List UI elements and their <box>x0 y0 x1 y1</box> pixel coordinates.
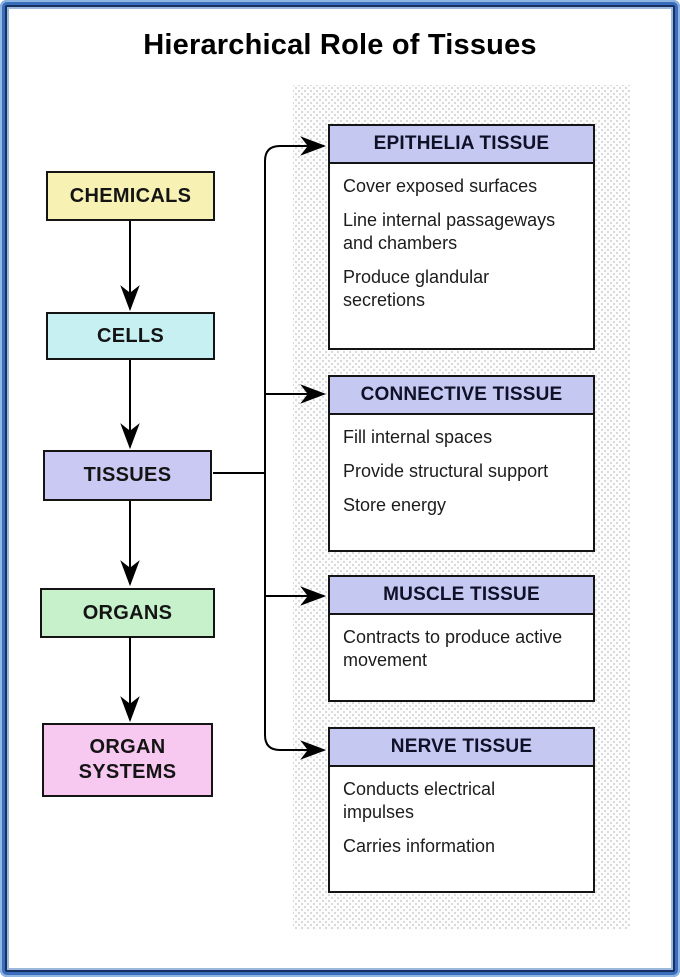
connective-tissue-title: CONNECTIVE TISSUE <box>360 384 563 405</box>
muscle-tissue-title: MUSCLE TISSUE <box>383 584 540 605</box>
cells-box: CELLS <box>46 312 215 360</box>
organ-systems-box: ORGAN SYSTEMS <box>42 723 213 797</box>
tissues-label: TISSUES <box>83 464 172 486</box>
chemicals-label: CHEMICALS <box>69 184 192 207</box>
epithelia-tissue-card: EPITHELIA TISSUE Cover exposed surfaces … <box>328 124 595 350</box>
epithelia-tissue-header: EPITHELIA TISSUE <box>330 126 593 164</box>
tissue-fact: Carries information <box>343 836 496 857</box>
tissue-fact: Contracts to produce active movement <box>343 627 563 671</box>
organ-systems-label: ORGAN SYSTEMS <box>78 736 177 783</box>
connective-tissue-body: Fill internal spaces Provide structural … <box>330 415 593 538</box>
nerve-tissue-title: NERVE TISSUE <box>390 736 533 757</box>
tissue-fact: Produce glandular secretions <box>343 267 490 311</box>
muscle-tissue-body: Contracts to produce active movement <box>330 615 593 693</box>
tissue-fact: Fill internal spaces <box>343 427 493 447</box>
chemicals-box: CHEMICALS <box>46 171 215 221</box>
tissue-fact: Store energy <box>343 495 447 516</box>
epithelia-tissue-title: EPITHELIA TISSUE <box>373 133 550 154</box>
tissues-box: TISSUES <box>43 450 212 501</box>
tissue-fact: Provide structural support <box>343 461 549 482</box>
tissue-fact: Line internal passageways and chambers <box>343 210 556 254</box>
epithelia-tissue-body: Cover exposed surfaces Line internal pas… <box>330 164 593 333</box>
tissue-fact: Cover exposed surfaces <box>343 176 538 196</box>
nerve-tissue-body: Conducts electrical impulses Carries inf… <box>330 767 593 879</box>
tissue-fact: Conducts electrical impulses <box>343 779 496 823</box>
connective-tissue-card: CONNECTIVE TISSUE Fill internal spaces P… <box>328 375 595 552</box>
page-title: Hierarchical Role of Tissues <box>143 29 537 61</box>
cells-label: CELLS <box>96 324 165 347</box>
organs-box: ORGANS <box>40 588 215 638</box>
connective-tissue-header: CONNECTIVE TISSUE <box>330 377 593 415</box>
muscle-tissue-header: MUSCLE TISSUE <box>330 577 593 615</box>
muscle-tissue-card: MUSCLE TISSUE Contracts to produce activ… <box>328 575 595 702</box>
nerve-tissue-card: NERVE TISSUE Conducts electrical impulse… <box>328 727 595 893</box>
organs-label: ORGANS <box>82 601 173 624</box>
nerve-tissue-header: NERVE TISSUE <box>330 729 593 767</box>
